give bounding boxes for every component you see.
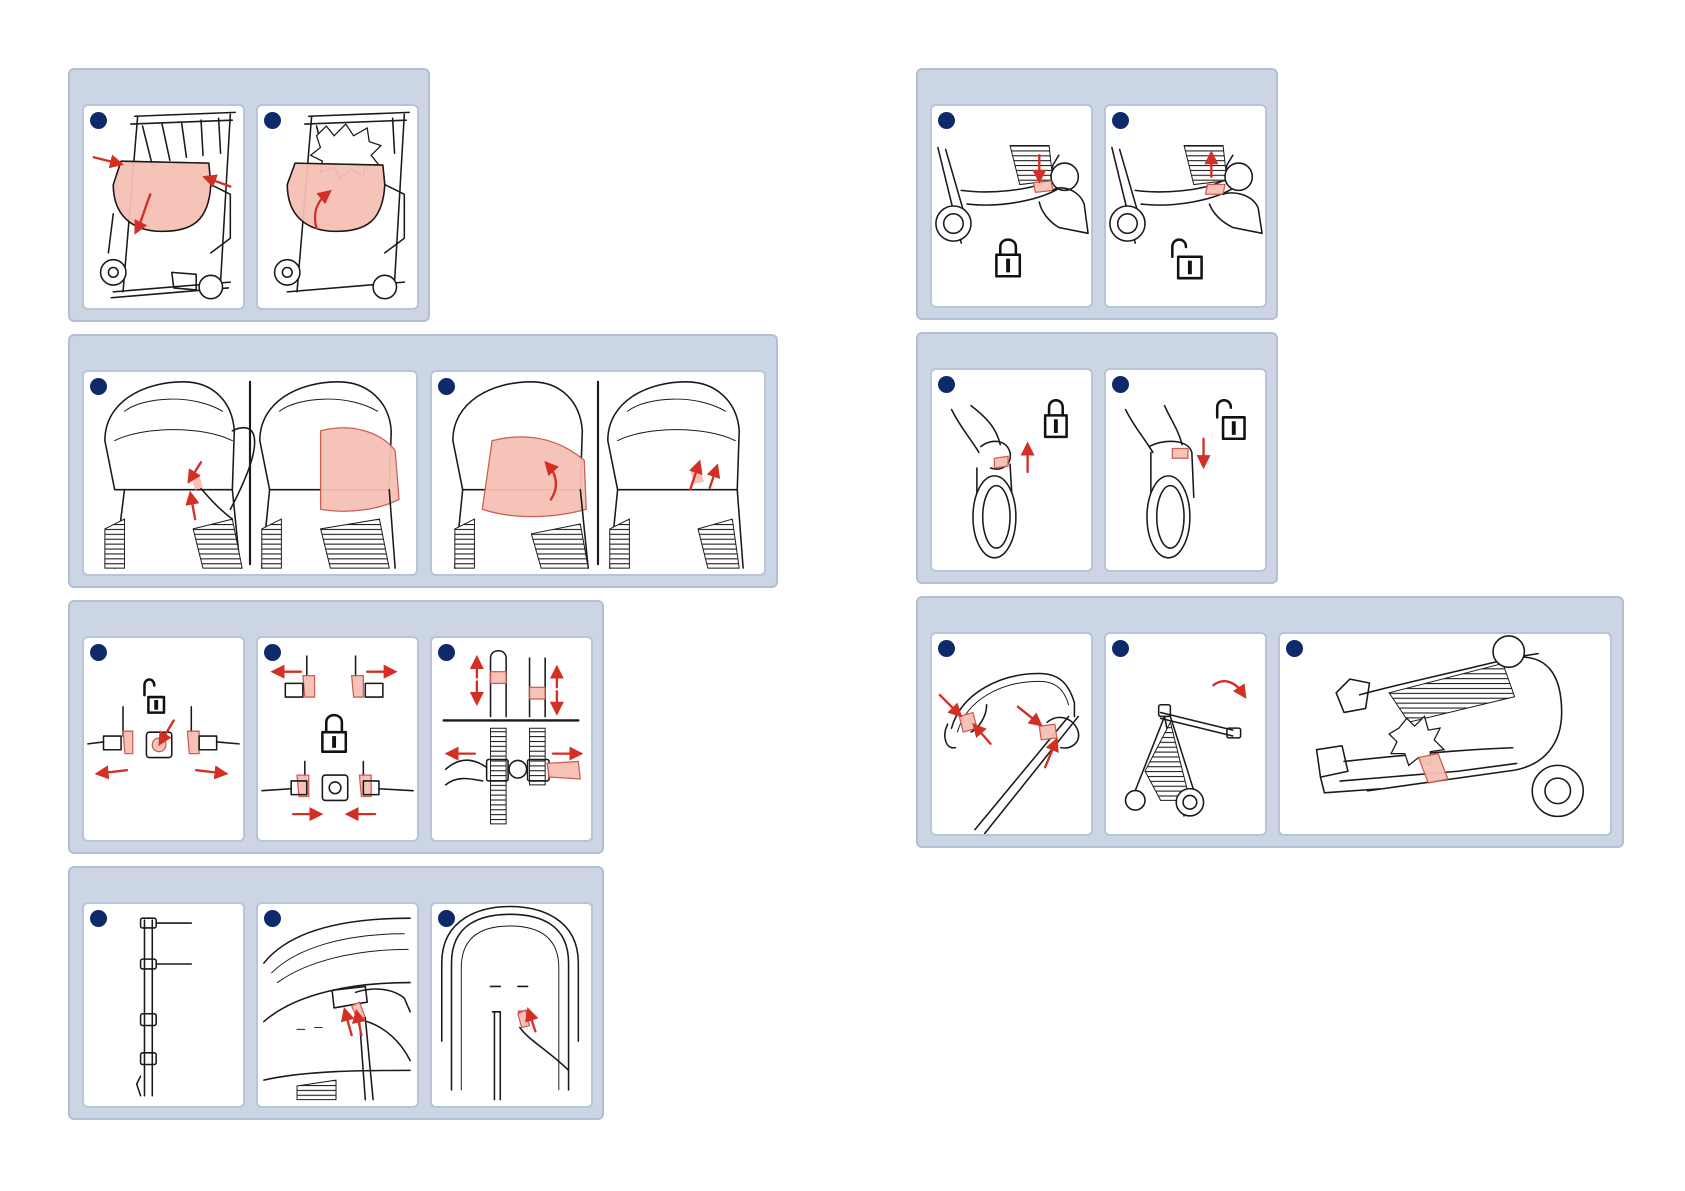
padlock-open-icon [1217, 400, 1244, 439]
step-number-dot-icon [90, 378, 107, 395]
section-harness-buckle [68, 600, 604, 854]
swivel-lock-down-unlocked [1106, 370, 1265, 570]
padlock-closed-icon [996, 240, 1019, 277]
section-seat-footrest-cover [68, 334, 778, 588]
step-card-1 [930, 368, 1093, 572]
step-card-1 [82, 370, 418, 576]
step-card-1 [930, 104, 1093, 308]
padlock-closed-icon [1045, 400, 1066, 437]
shoulder-strap-height-adjust [432, 638, 591, 840]
step-card-2 [1104, 632, 1267, 836]
step-number-dot-icon [264, 644, 281, 661]
step-card-1 [82, 902, 245, 1108]
section-fold-stroller [916, 596, 1624, 848]
step-card-3 [430, 902, 593, 1108]
padlock-open-icon [1172, 240, 1201, 279]
handlebar-rotate-forward [1106, 634, 1265, 834]
swivel-lock-up-locked [932, 370, 1091, 570]
step-card-3 [1278, 632, 1612, 836]
section-rear-brake [916, 68, 1278, 320]
section-front-swivel-wheel [916, 332, 1278, 584]
brake-pedal-press-locked [932, 106, 1091, 306]
step-card-2 [256, 902, 419, 1108]
step-card-1 [930, 632, 1093, 836]
folded-stroller-click [1280, 634, 1610, 834]
step-number-dot-icon [90, 644, 107, 661]
strap-slot-insertion [432, 904, 591, 1106]
brake-pedal-lift-unlocked [1106, 106, 1265, 306]
step-number-dot-icon [264, 112, 281, 129]
padlock-closed-icon [322, 715, 345, 752]
bumper-bar-front-cover-flip-up-click [258, 106, 417, 308]
step-card-1 [82, 104, 245, 310]
step-number-dot-icon [90, 910, 107, 927]
step-number-dot-icon [938, 376, 955, 393]
handle-fold-buttons-squeeze [932, 634, 1091, 834]
strap-threading-behind-seat [258, 904, 417, 1106]
step-card-1 [82, 636, 245, 842]
section-harness-strap-length [68, 866, 604, 1120]
step-number-dot-icon [438, 644, 455, 661]
step-number-dot-icon [438, 910, 455, 927]
footrest-cover-clip-release [84, 372, 416, 574]
strap-with-buckles-diagram [84, 904, 243, 1106]
bumper-bar-front-cover-release [84, 106, 243, 308]
step-number-dot-icon [938, 112, 955, 129]
step-number-dot-icon [264, 910, 281, 927]
step-card-2 [1104, 104, 1267, 308]
step-number-dot-icon [1112, 112, 1129, 129]
buckle-press-release [84, 638, 243, 840]
step-card-2 [1104, 368, 1267, 572]
padlock-open-icon [144, 679, 164, 712]
step-number-dot-icon [1286, 640, 1303, 657]
step-card-3 [430, 636, 593, 842]
step-number-dot-icon [438, 378, 455, 395]
section-bumper-bar-removal [68, 68, 430, 322]
footrest-cover-folded-over-canopy [432, 372, 764, 574]
step-card-2 [256, 636, 419, 842]
step-number-dot-icon [1112, 640, 1129, 657]
step-card-2 [430, 370, 766, 576]
step-number-dot-icon [90, 112, 107, 129]
buckle-insert-lock [258, 638, 417, 840]
step-number-dot-icon [938, 640, 955, 657]
step-card-2 [256, 104, 419, 310]
step-number-dot-icon [1112, 376, 1129, 393]
